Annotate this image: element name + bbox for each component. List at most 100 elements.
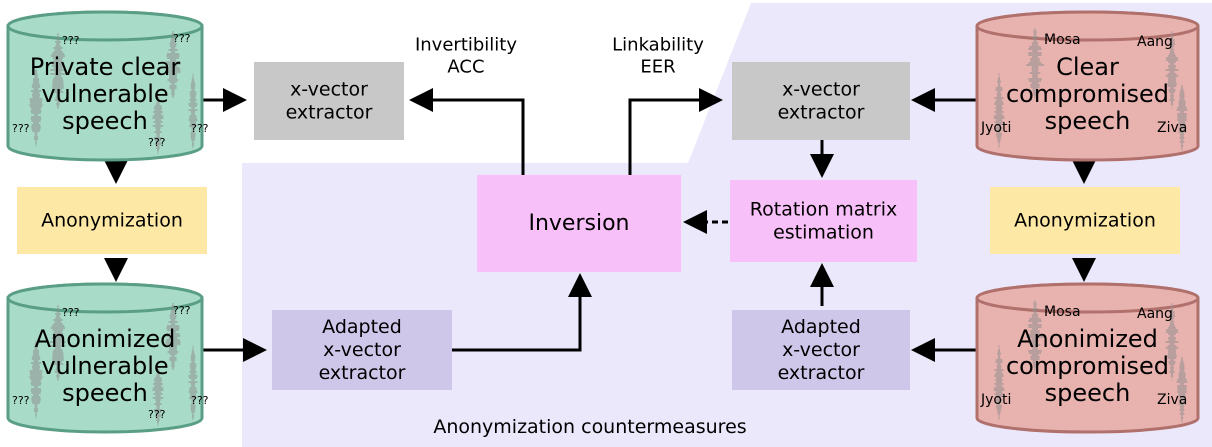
waveform-icon xyxy=(993,345,1005,421)
speaker-tag: ??? xyxy=(62,306,80,319)
box-bg xyxy=(732,62,910,140)
waveform-icon xyxy=(29,340,43,420)
box-bg xyxy=(254,62,404,140)
cylinder-anon_compromised-line-1: compromised xyxy=(1006,352,1169,380)
waveform-icon xyxy=(165,31,181,99)
box-xvec_right-line-0: x-vector xyxy=(782,79,860,101)
waveform-icon xyxy=(188,73,198,149)
speaker-tag: Jyoti xyxy=(980,392,1011,408)
waveform-icon xyxy=(188,345,198,421)
waveform-icon xyxy=(1165,303,1179,381)
box-bg xyxy=(17,187,207,254)
box-adapted_left-line-1: x-vector xyxy=(323,339,401,361)
speaker-tag: Jyoti xyxy=(980,120,1011,136)
waveform-icon xyxy=(50,305,66,381)
waveform-icon xyxy=(152,365,164,427)
arrow-inversion-to-xvec-right xyxy=(628,88,723,175)
box-bg xyxy=(272,310,452,390)
arrow-inversion-to-xvec-left xyxy=(409,88,525,175)
waveform-icon xyxy=(1176,83,1188,151)
cylinder-private_clear-line-2: speech xyxy=(62,107,148,135)
speaker-tag: ??? xyxy=(191,394,209,407)
cylinder-private_clear-line-1: vulnerable xyxy=(41,80,168,108)
waveform-icon xyxy=(1165,31,1179,109)
cylinder-clear_compromised-line-0: Clear xyxy=(1056,53,1119,81)
box-xvec_left-line-1: extractor xyxy=(286,101,373,123)
cylinder-private_clear-line-0: Private clear xyxy=(30,53,181,81)
box-inversion: Inversion xyxy=(477,175,681,272)
cylinder-anon_vulnerable-line-0: Anonimized xyxy=(35,325,176,353)
metric-linkability-line-1: EER xyxy=(640,57,675,78)
speaker-tag: ??? xyxy=(191,122,209,135)
metric-linkability-line-0: Linkability xyxy=(612,35,704,56)
connections xyxy=(104,88,1096,362)
box-xvec_left-line-0: x-vector xyxy=(290,79,368,101)
cylinder-clear_compromised-line-2: speech xyxy=(1045,107,1131,135)
cylinder-anon_compromised-line-0: Anonimized xyxy=(1017,325,1158,353)
box-rotation-line-1: estimation xyxy=(773,221,874,243)
speaker-tag: ??? xyxy=(173,304,191,317)
cylinder-clear_compromised-line-1: compromised xyxy=(1006,80,1169,108)
cylinder-anon-vulnerable: ??????????????? Anonimizedvulnerablespeec… xyxy=(6,282,209,434)
speaker-tag: Mosa xyxy=(1044,32,1081,48)
box-bg xyxy=(730,180,917,262)
speaker-tag: Aang xyxy=(1137,306,1173,322)
cylinder-anon_vulnerable-line-2: speech xyxy=(62,379,148,407)
speaker-tag: ??? xyxy=(173,32,191,45)
waveform-icon xyxy=(993,73,1005,149)
cylinder-anon_compromised-line-2: speech xyxy=(1045,379,1131,407)
waveform-icon xyxy=(29,68,43,148)
cylinder-anon_vulnerable-line-1: vulnerable xyxy=(41,352,168,380)
box-anon-left: Anonymization xyxy=(17,187,207,254)
metric-invertibility-line-1: ACC xyxy=(447,57,484,78)
box-bg xyxy=(732,310,910,390)
cylinder-top xyxy=(6,282,204,314)
box-adapted_right-line-0: Adapted xyxy=(781,316,861,338)
speaker-tag: Mosa xyxy=(1044,304,1081,320)
box-anon_right-line-0: Anonymization xyxy=(1014,210,1156,232)
box-adapted_right-line-2: extractor xyxy=(778,362,865,384)
countermeasures-region xyxy=(242,3,1212,447)
speaker-tag: ??? xyxy=(148,136,166,149)
box-anon-right: Anonymization xyxy=(990,187,1180,254)
speaker-tag: ??? xyxy=(12,122,30,135)
box-anon_left-line-0: Anonymization xyxy=(41,210,183,232)
speaker-tag: Aang xyxy=(1137,34,1173,50)
metric-invertibility-line-0: Invertibility xyxy=(415,35,517,56)
cylinder-top xyxy=(975,282,1200,314)
waveform-icon xyxy=(165,303,181,371)
box-adapted_right-line-1: x-vector xyxy=(782,339,860,361)
box-inversion-line-0: Inversion xyxy=(528,211,629,236)
box-rotation-line-0: Rotation matrix xyxy=(750,199,897,221)
box-adapted_left-line-2: extractor xyxy=(319,362,406,384)
waveform-icon xyxy=(1026,300,1044,372)
speaker-tag: Ziva xyxy=(1157,120,1187,136)
waveform-icon xyxy=(1176,355,1188,423)
box-bg xyxy=(477,175,681,272)
speaker-tag: Ziva xyxy=(1157,392,1187,408)
region-label: Anonymization countermeasures xyxy=(433,416,746,438)
waveform-icon xyxy=(152,93,164,155)
cylinder-top xyxy=(975,10,1200,42)
cylinder-private-clear: ??????????????? Private clearvulnerablesp… xyxy=(6,10,209,162)
box-bg xyxy=(990,187,1180,254)
waveform-icon xyxy=(1026,28,1044,100)
speaker-tag: ??? xyxy=(12,394,30,407)
cylinder-top xyxy=(6,10,204,42)
box-xvec_right-line-1: extractor xyxy=(778,101,865,123)
speaker-tag: ??? xyxy=(148,408,166,421)
arrow-adapted-to-inversion xyxy=(452,273,592,352)
waveform-icon xyxy=(50,33,66,109)
box-adapted_left-line-0: Adapted xyxy=(322,316,402,338)
speaker-tag: ??? xyxy=(62,34,80,47)
